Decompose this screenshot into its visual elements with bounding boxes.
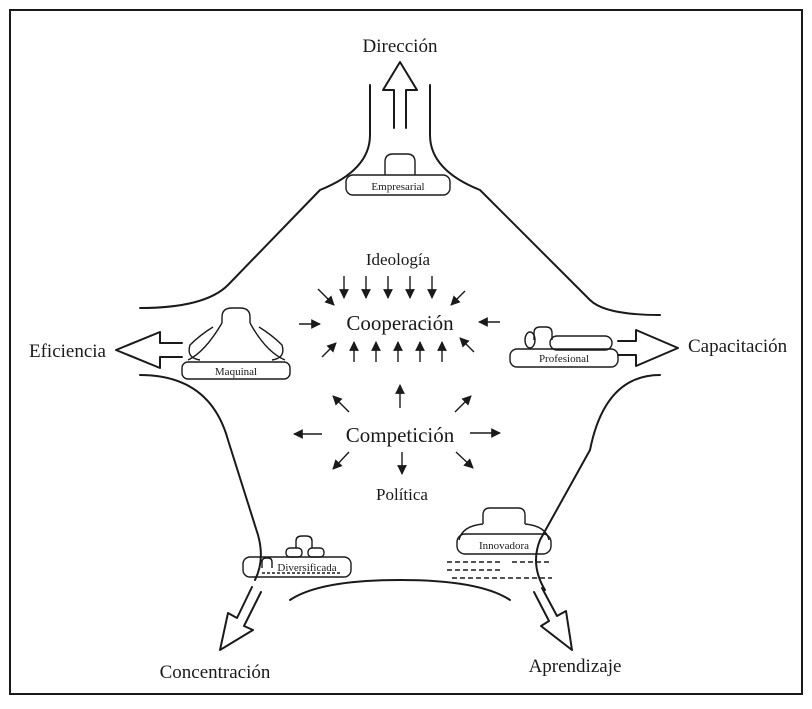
arrow-down-right-learning — [533, 587, 573, 651]
force-label-ideology: Ideología — [366, 250, 431, 269]
pole-label-top: Dirección — [363, 36, 438, 57]
arrow-down-left-concentration — [219, 586, 262, 651]
diagram-frame — [9, 9, 803, 695]
config-professional: Profesional — [509, 326, 619, 368]
config-label-professional: Profesional — [539, 353, 589, 365]
config-innovative: Innovadora — [447, 507, 552, 579]
cooperation-inward-arrows — [299, 276, 500, 362]
pole-label-bottom-left: Concentración — [160, 662, 271, 683]
config-label-entrepreneurial: Empresarial — [371, 181, 424, 193]
force-label-competition: Competición — [346, 423, 455, 447]
pentagon-outline — [139, 84, 661, 601]
config-entrepreneurial: Empresarial — [345, 153, 451, 196]
force-label-politics: Política — [376, 485, 428, 504]
arrow-left-efficiency — [115, 331, 183, 369]
competition-outward-arrows — [293, 384, 501, 475]
config-machine: Maquinal — [181, 307, 291, 380]
arrow-up-direction — [382, 61, 418, 129]
config-label-diversified: Diversificada — [277, 562, 336, 574]
config-label-innovative: Innovadora — [479, 540, 529, 552]
pole-label-left: Eficiencia — [29, 341, 107, 362]
pole-label-right: Capacitación — [688, 336, 788, 357]
arrow-right-capacitation — [617, 329, 679, 367]
config-diversified: Diversificada — [242, 535, 352, 578]
pole-label-bottom-right: Aprendizaje — [529, 656, 622, 677]
force-label-cooperation: Cooperación — [346, 311, 454, 335]
config-label-machine: Maquinal — [215, 366, 257, 378]
